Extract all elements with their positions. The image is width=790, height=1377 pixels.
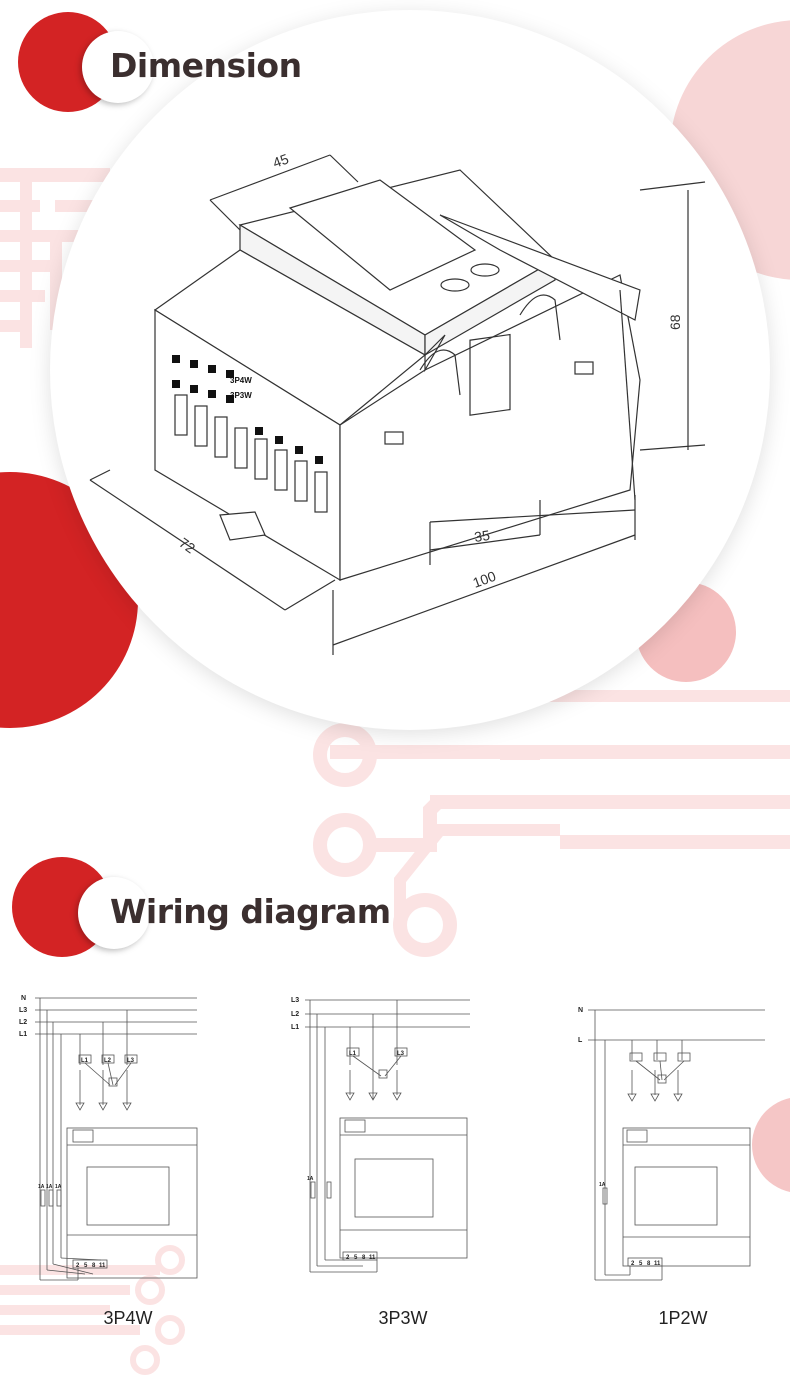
line-label: N bbox=[21, 995, 26, 1002]
fuse-label: 1A bbox=[307, 1176, 314, 1182]
dimension-title: Dimension bbox=[110, 46, 302, 85]
ct-label: L3 bbox=[397, 1051, 405, 1057]
line-label: L3 bbox=[19, 1007, 27, 1014]
terminal-label: 2 bbox=[631, 1261, 635, 1267]
ct-label: L3 bbox=[127, 1058, 135, 1064]
deco-circle-right bbox=[752, 1098, 790, 1192]
terminal-label: 8 bbox=[92, 1263, 96, 1269]
dimension-drawing: 45 68 72 35 100 3P4W 3P3W bbox=[89, 150, 706, 655]
mode-label-3p4w: 3P4W bbox=[230, 376, 252, 385]
terminal-label: 5 bbox=[84, 1263, 88, 1269]
line-label: L2 bbox=[19, 1019, 27, 1026]
mode-label-3p3w: 3P3W bbox=[230, 391, 252, 400]
diagram-3p3w: L3 L2 L1 L1 L3 1A 2 5 8 11 bbox=[291, 997, 470, 1273]
terminal-label: 11 bbox=[369, 1255, 376, 1261]
terminal-label: 5 bbox=[354, 1255, 358, 1261]
ct-label: L1 bbox=[81, 1058, 89, 1064]
fuse-label: 1A bbox=[38, 1184, 45, 1190]
terminal-label: 8 bbox=[362, 1255, 366, 1261]
line-label: N bbox=[578, 1007, 583, 1014]
fuse-label: 1A bbox=[599, 1182, 606, 1188]
fuse-label: 1A bbox=[46, 1184, 53, 1190]
wiring-badge bbox=[12, 857, 150, 957]
terminal-label: 5 bbox=[639, 1261, 643, 1267]
line-label: L3 bbox=[291, 997, 299, 1004]
fuse-label: 1A bbox=[55, 1184, 62, 1190]
wiring-title: Wiring diagram bbox=[110, 892, 391, 931]
ct-label: L1 bbox=[349, 1051, 357, 1057]
terminal-label: 2 bbox=[346, 1255, 350, 1261]
dim-width-top: 45 bbox=[271, 150, 291, 170]
diagram-3p4w: N L3 L2 L1 L1 L2 L3 1A 1A 1A 2 5 8 11 bbox=[19, 995, 198, 1281]
diagram-label-1p2w: 1P2W bbox=[658, 1308, 708, 1328]
line-label: L bbox=[578, 1037, 583, 1044]
dim-length: 100 bbox=[471, 568, 499, 591]
terminal-label: 8 bbox=[647, 1261, 651, 1267]
terminal-label: 11 bbox=[99, 1263, 106, 1269]
ct-label: L2 bbox=[104, 1058, 112, 1064]
dim-height: 68 bbox=[667, 314, 683, 330]
terminal-label: 11 bbox=[654, 1261, 661, 1267]
terminal-label: 2 bbox=[76, 1263, 80, 1269]
line-label: L1 bbox=[291, 1024, 299, 1031]
dim-rail: 35 bbox=[473, 527, 491, 545]
deco-circle-white bbox=[50, 10, 770, 730]
line-label: L1 bbox=[19, 1031, 27, 1038]
diagram-label-3p3w: 3P3W bbox=[378, 1308, 428, 1328]
diagram-label-3p4w: 3P4W bbox=[103, 1308, 153, 1328]
dim-depth: 72 bbox=[176, 534, 198, 556]
dimension-badge bbox=[18, 12, 154, 112]
line-label: L2 bbox=[291, 1011, 299, 1018]
diagram-1p2w: N L 1A 2 5 8 11 bbox=[578, 1007, 765, 1281]
